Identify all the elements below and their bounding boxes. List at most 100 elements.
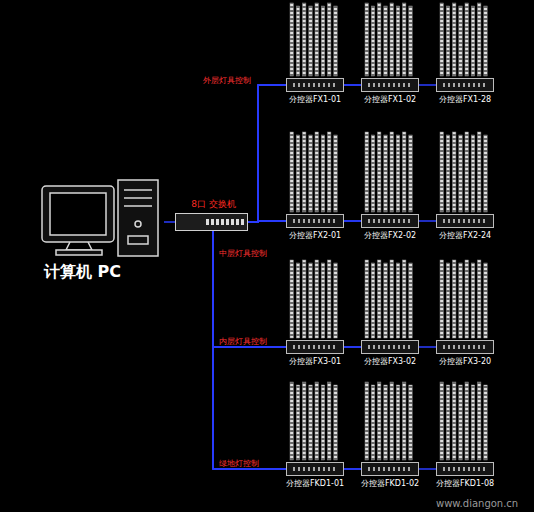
led-strip (409, 263, 412, 338)
led-strip (321, 6, 324, 76)
led-strip (334, 263, 337, 338)
led-strip (290, 3, 293, 76)
led-strip (378, 382, 381, 460)
led-strip (403, 260, 406, 338)
led-strip (453, 382, 456, 460)
row-label: 中层灯具控制 (219, 248, 267, 259)
led-strip (290, 260, 293, 338)
controller-node: 分控器FKD1-01 (282, 462, 348, 489)
bus-connector (213, 231, 436, 347)
led-strip (378, 3, 381, 76)
led-strip (321, 385, 324, 460)
led-strip (396, 6, 399, 76)
switch-node: 8口 交换机 (175, 198, 252, 231)
controller-ports (293, 345, 337, 349)
switch-ports (206, 219, 244, 225)
led-strip (290, 132, 293, 212)
bus-connector (164, 221, 175, 223)
controller-node: 分控器FX1-02 (357, 78, 423, 105)
led-strip (459, 385, 462, 460)
led-strip (315, 132, 318, 212)
led-strip (478, 3, 481, 76)
controller-ports (368, 345, 412, 349)
led-strip (365, 132, 368, 212)
controller-label: 分控器FX1-28 (432, 94, 498, 105)
bus-connector (248, 85, 286, 222)
led-strip (478, 382, 481, 460)
led-strip (371, 263, 374, 338)
controller-unit (361, 462, 419, 476)
led-strip (459, 135, 462, 212)
controller-node: 分控器FX2-01 (282, 214, 348, 241)
controller-ports (443, 467, 487, 471)
led-strip (403, 132, 406, 212)
led-strip (453, 132, 456, 212)
led-strip (371, 6, 374, 76)
watermark: www.diangon.cn (436, 497, 518, 510)
led-strip (384, 135, 387, 212)
led-strip (446, 135, 449, 212)
controller-unit (286, 78, 344, 92)
row-label: 绿地灯控制 (219, 458, 259, 469)
led-strip (334, 135, 337, 212)
led-strip (296, 6, 299, 76)
controller-label: 分控器FX3-01 (282, 356, 348, 367)
led-strip (459, 263, 462, 338)
led-strip (303, 382, 306, 460)
controller-node: 分控器FKD1-02 (357, 462, 423, 489)
led-strip (384, 6, 387, 76)
led-strip (409, 135, 412, 212)
led-strip (378, 260, 381, 338)
led-strip (315, 260, 318, 338)
controller-ports (443, 83, 487, 87)
led-strip (378, 132, 381, 212)
led-strip (453, 3, 456, 76)
led-strip (446, 385, 449, 460)
led-strip (465, 3, 468, 76)
led-strip (484, 385, 487, 460)
led-strip (396, 135, 399, 212)
led-strip (390, 260, 393, 338)
controller-unit (286, 214, 344, 228)
led-strip (440, 132, 443, 212)
bus-connector (248, 85, 436, 222)
controller-unit (361, 214, 419, 228)
computer-node: 计算机 PC (38, 178, 164, 262)
led-strip (334, 385, 337, 460)
row-label: 外层灯具控制 (203, 75, 251, 86)
controller-label: 分控器FX3-20 (432, 356, 498, 367)
controller-unit (361, 78, 419, 92)
led-strip (315, 3, 318, 76)
switch-heading: 8口 交换机 (175, 198, 252, 210)
led-strip (384, 385, 387, 460)
led-strip (478, 132, 481, 212)
controller-ports (293, 219, 337, 223)
controller-ports (293, 83, 337, 87)
led-strip (365, 382, 368, 460)
led-strip (371, 135, 374, 212)
controller-unit (436, 214, 494, 228)
pc-drawing (42, 180, 158, 256)
led-strip (296, 135, 299, 212)
led-strip (403, 382, 406, 460)
controller-node: 分控器FX2-02 (357, 214, 423, 241)
led-strip (303, 260, 306, 338)
controller-node: 分控器FX2-24 (432, 214, 498, 241)
led-strip (459, 6, 462, 76)
led-strip (309, 385, 312, 460)
row-label: 内层灯具控制 (219, 336, 267, 347)
controller-ports (368, 219, 412, 223)
controller-label: 分控器FKD1-02 (357, 478, 423, 489)
led-strip (465, 382, 468, 460)
bus-connector (213, 231, 286, 469)
controller-ports (368, 83, 412, 87)
controller-unit (286, 462, 344, 476)
bus-connector (213, 231, 361, 347)
led-strip (478, 260, 481, 338)
led-strip (440, 260, 443, 338)
led-strip (328, 382, 331, 460)
controller-unit (286, 340, 344, 354)
bus-connector (213, 231, 286, 347)
bus-connector (248, 85, 361, 222)
